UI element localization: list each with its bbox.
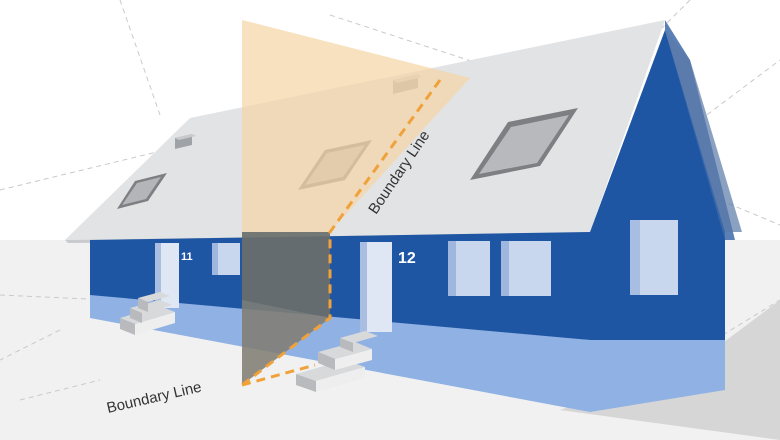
house-number-11: 11	[181, 251, 193, 263]
door-12	[360, 242, 392, 332]
entrance-steps-left	[120, 292, 175, 335]
boundary-plane-facade-overlap	[242, 232, 330, 385]
gable-roof-overhang	[665, 30, 742, 232]
roof-window-left	[117, 173, 167, 209]
chimney-left	[175, 134, 196, 149]
entrance-steps-right	[296, 331, 378, 392]
boundary-dashed-line-ground	[241, 363, 316, 387]
window-left-house	[212, 243, 240, 275]
roof-window-right	[470, 108, 578, 180]
window-right-house-2	[501, 241, 551, 296]
house-number-12: 12	[398, 250, 416, 267]
boundary-dashed-line	[241, 79, 442, 387]
window-right-house-1	[448, 241, 490, 296]
gable-triangle	[590, 30, 725, 232]
gable-plinth	[590, 340, 725, 412]
